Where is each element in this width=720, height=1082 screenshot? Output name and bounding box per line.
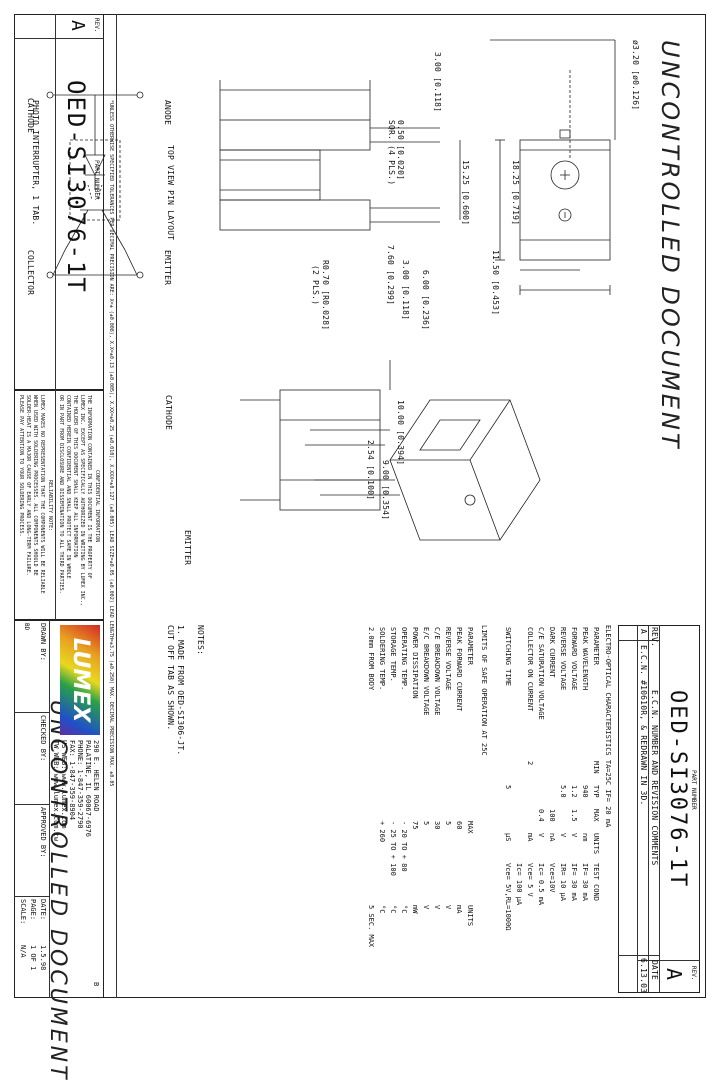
title-rev-label: REV. <box>93 18 100 33</box>
reliability-line-4: PLEASE PAY ATTENTION TO YOUR SOLDERING P… <box>18 395 24 537</box>
dim-radius-note: (2 PLS.) <box>311 265 320 306</box>
reliability-line-1: LUMEX MAKES NO REPRESENTATION THAT THE C… <box>39 395 45 594</box>
ecn-row-value: E.C.N. #10610R, & REDRAWN IN 3D. <box>639 645 648 806</box>
date-value: 1.5.98 <box>39 945 47 971</box>
dim-300-a: 3.00 [0.118] <box>433 52 442 113</box>
address-line-5: US WEB: www.lumex.com <box>60 740 68 829</box>
pin-emitter-label: EMITTER <box>163 250 172 286</box>
address-line-1: 290 E. HELEN ROAD <box>92 740 100 812</box>
limits-header-row: PARAMETER MAX UNITS <box>466 627 475 927</box>
address-line-4: FAX: 1-847-359-8904 <box>68 740 76 821</box>
limits-title: LIMITS OF SAFE OPERATION AT 25C <box>480 625 488 756</box>
iso-emitter-label: EMITTER <box>183 530 192 566</box>
confidential-line-3: THE HOLDER OF THIS DOCUMENT SHALL KEEP A… <box>72 395 78 558</box>
rev-col-header: REV. <box>650 627 659 648</box>
sheet-mark: B <box>92 982 100 987</box>
dim-1525: 15.25 [0.600] <box>461 160 470 226</box>
dim-254: 2.54 [0.100] <box>366 440 375 501</box>
title-strip <box>14 14 104 390</box>
scale-label: SCALE: <box>19 899 27 925</box>
page-label: PAGE: <box>29 899 37 921</box>
date-label: DATE: <box>39 899 47 921</box>
date-row-value: 6.13.03 <box>639 958 648 994</box>
rev-label: REV. <box>690 966 697 981</box>
dim-300-b: 3.00 [0.118] <box>401 260 410 321</box>
pin-anode-label: ANODE <box>163 100 172 126</box>
part-number: OED-SI3076-1T <box>665 690 690 889</box>
isometric-view-drawing <box>240 360 541 541</box>
electro-optical-table: PARAMETER MIN TYP MAX UNITS TEST COND PE… <box>503 625 602 932</box>
notes-title: NOTES: <box>196 625 205 656</box>
notes-line-2: CUT OFF TAB AS SHOWN. <box>166 625 175 731</box>
reliability-line-3: SOLDER-HEAT IS A MAJOR CAUSE OF EARLY AN… <box>25 395 31 576</box>
table-row: OPERATING TEMP.- 20 TO + 80°C <box>400 627 409 914</box>
reliability-line-2: WHEN USED WITH SOLDERING PROCESSES. ALL … <box>32 395 38 576</box>
address-line-2: PALATINE, IL 60067-6976 <box>84 740 92 837</box>
table-row: Ic= 100 µA <box>515 863 524 906</box>
dim-760: 7.60 [0.299] <box>386 245 395 306</box>
approved-by-label: APPROVED BY: <box>39 807 47 858</box>
confidential-line-5: OR IN PART FROM DISCLOSURE AND DISSEMINA… <box>58 395 64 594</box>
limits-table: PARAMETER MAX UNITS PEAK FORWARD CURRENT… <box>366 625 476 949</box>
title-rev-value: A <box>67 20 88 31</box>
side-view-drawing <box>219 80 440 231</box>
confidential-line-1: THE INFORMATION CONTAINED IN THIS DOCUME… <box>86 395 92 579</box>
iso-cathode-label: CATHODE <box>164 395 173 431</box>
checked-by-label: CHECKED BY: <box>39 715 47 762</box>
tolerance-note: *UNLESS OTHERWISE SPECIFIED TOLERANCES P… <box>108 100 114 787</box>
dim-1000: 10.00 [0.394] <box>396 400 405 466</box>
electro-optical-header-row: PARAMETER MIN TYP MAX UNITS TEST COND <box>592 627 601 901</box>
dim-radius: R0.70 [R0.028] <box>321 260 330 331</box>
address-line-6: TW WEB: www.lumex.com.tw <box>52 740 60 842</box>
dim-050: 0.50 [0.020] <box>396 120 405 181</box>
dim-900: 9.00 [0.354] <box>381 460 390 521</box>
ecn-col-header: E.C.N. NUMBER AND REVISION COMMENTS <box>650 690 659 866</box>
rev-row-value: A <box>639 629 648 635</box>
table-row: SOLDERING TEMP.+ 260°C <box>378 627 387 914</box>
top-view-drawing <box>459 39 616 295</box>
pin-layout-title: TOP VIEW PIN LAYOUT <box>166 145 175 241</box>
page-value: 1 OF 1 <box>29 945 37 971</box>
drawn-by-value: BD <box>23 623 30 631</box>
scale-value: N/A <box>19 945 27 958</box>
drawing-sheet: UNCONTROLLED DOCUMENT UNCONTROLLED DOCUM… <box>14 14 706 1082</box>
address-line-3: PHONE: 1-847-359-2790 <box>76 740 84 829</box>
dim-1150: 11.50 [0.453] <box>491 250 500 316</box>
notes-line-1: 1. MADE FROM OED-SI306-JT. <box>176 625 185 756</box>
watermark-top: UNCONTROLLED DOCUMENT <box>656 40 684 451</box>
date-col-header: DATE <box>650 960 659 981</box>
title-part-number: OED-SI3076-1T <box>62 80 90 294</box>
confidential-line-4: CONTAINED HEREIN CONFIDENTIAL AND SHALL … <box>65 395 71 579</box>
title-description: PHOTO INTERRUPTER, 1 TAB. <box>31 100 40 226</box>
dim-width-1825: 18.25 [0.719] <box>511 160 520 226</box>
rev-value: A <box>662 968 686 981</box>
reliability-title: RELIABILITY NOTE: <box>47 480 53 532</box>
confidential-line-2: LUMEX INC. EXCEPT AS SPECIFICALLY AUTHOR… <box>79 395 85 606</box>
part-number-label: PART NUMBER <box>690 770 697 810</box>
dim-hole-diameter: ø3.20 [ø0.126] <box>631 40 640 111</box>
confidential-title: CONFIDENTIAL INFORMATION <box>94 470 100 543</box>
drawn-by-label: DRAWN BY: <box>39 623 47 661</box>
dim-050-note: SQR. (4 PLS.) <box>387 120 396 186</box>
electro-optical-title: ELECTRO-OPTICAL CHARACTERISTICS TA=25C I… <box>604 625 612 828</box>
lumex-logo: LUMEX <box>60 625 100 735</box>
title-part-number-label: PART NUMBER <box>93 160 100 200</box>
table-row: STORAGE TEMP.- 25 TO + 100°C <box>389 627 398 914</box>
